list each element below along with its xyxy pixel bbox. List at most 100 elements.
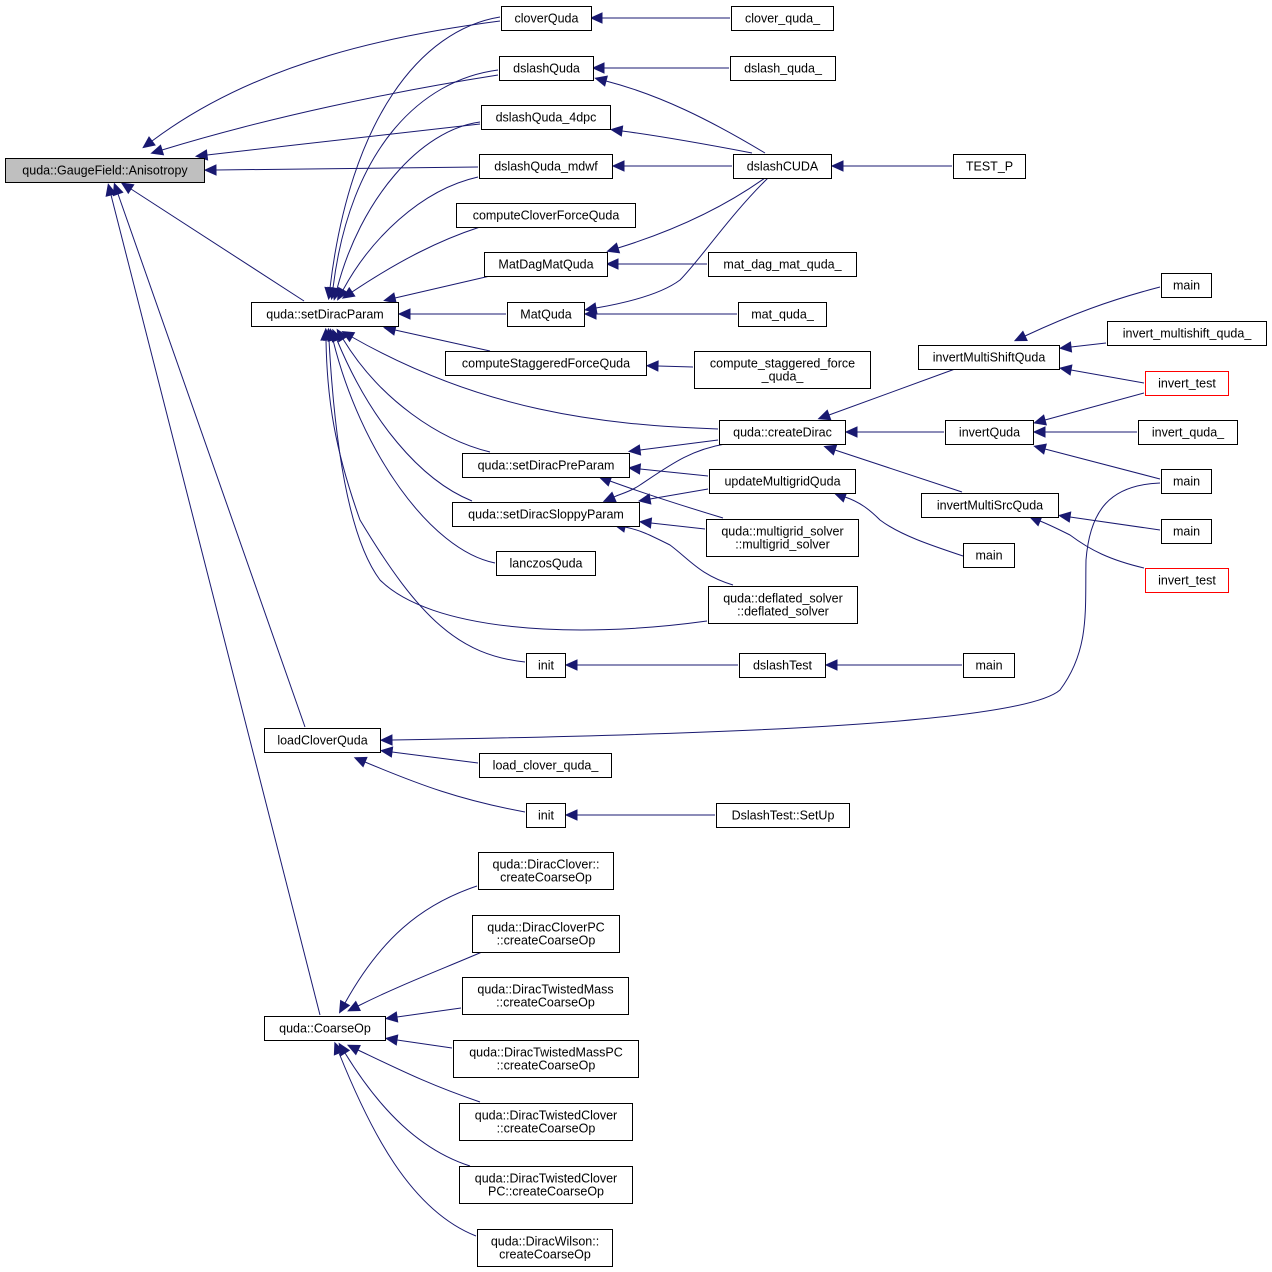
- node-dslashQuda_mdwf[interactable]: dslashQuda_mdwf: [479, 154, 613, 179]
- node-DiracClover[interactable]: quda::DiracClover::createCoarseOp: [478, 852, 614, 890]
- node-invert_multishift_quda_[interactable]: invert_multishift_quda_: [1107, 321, 1267, 346]
- arrowhead-icon: [1033, 414, 1048, 426]
- arrowhead-icon: [637, 493, 652, 505]
- node-label: dslashTest: [753, 659, 813, 673]
- node-updateMultigridQuda[interactable]: updateMultigridQuda: [709, 469, 856, 494]
- node-CoarseOp[interactable]: quda::CoarseOp: [264, 1016, 386, 1041]
- node-DiracWilson[interactable]: quda::DiracWilson::createCoarseOp: [477, 1229, 613, 1267]
- node-box: [953, 154, 1026, 179]
- node-createDirac[interactable]: quda::createDirac: [719, 420, 846, 445]
- edge-updateMultigridQuda-to-setDiracPreParam: [627, 463, 709, 477]
- node-DiracTwistedCloverPC[interactable]: quda::DiracTwistedCloverPC::createCoarse…: [459, 1166, 633, 1204]
- arrowhead-icon: [627, 444, 642, 456]
- node-box: [264, 1016, 386, 1041]
- edge-computeStaggeredForceQuda-to-setDiracParam: [383, 324, 491, 352]
- node-label: ::multigrid_solver: [735, 538, 829, 552]
- node-invert_test2[interactable]: invert_test: [1145, 568, 1229, 593]
- node-mat_dag_mat_quda_[interactable]: mat_dag_mat_quda_: [708, 252, 857, 277]
- node-deflated_solver[interactable]: quda::deflated_solver::deflated_solver: [708, 586, 858, 624]
- edge-dslashQuda_mdwf-to-setDiracParam: [337, 176, 479, 301]
- arrowhead-icon: [627, 463, 642, 475]
- node-DiracTwistedMassPC[interactable]: quda::DiracTwistedMassPC::createCoarseOp: [453, 1040, 639, 1078]
- edge-line: [639, 468, 709, 477]
- node-dslashQuda[interactable]: dslashQuda: [499, 56, 594, 81]
- node-dslashTest[interactable]: dslashTest: [739, 653, 826, 678]
- node-setDiracPreParam[interactable]: quda::setDiracPreParam: [462, 453, 630, 478]
- edge-line: [342, 338, 491, 453]
- arrowhead-icon: [844, 426, 858, 438]
- node-box: [477, 1229, 613, 1267]
- edge-line: [1070, 369, 1145, 384]
- edge-line: [328, 339, 708, 631]
- node-compute_staggered_force_quda_[interactable]: compute_staggered_force_quda_: [694, 351, 871, 389]
- arrowhead-icon: [830, 160, 844, 172]
- arrowhead-icon: [320, 327, 332, 341]
- node-label: quda::DiracTwistedMassPC: [469, 1046, 623, 1060]
- node-invertQuda[interactable]: invertQuda: [945, 420, 1034, 445]
- node-computeCloverForceQuda[interactable]: computeCloverForceQuda: [456, 203, 636, 228]
- node-dslashQuda_4dpc[interactable]: dslashQuda_4dpc: [481, 105, 611, 130]
- arrowhead-icon: [150, 144, 165, 156]
- node-main_mg[interactable]: main: [963, 543, 1015, 568]
- edge-line: [344, 885, 478, 1004]
- node-main_src[interactable]: main: [1161, 519, 1212, 544]
- node-init1[interactable]: init: [526, 653, 566, 678]
- node-invertMultiSrcQuda[interactable]: invertMultiSrcQuda: [921, 493, 1059, 518]
- node-main_inv[interactable]: main: [1161, 469, 1212, 494]
- edge-MatQuda-to-setDiracParam: [397, 308, 506, 320]
- node-invertMultiShiftQuda[interactable]: invertMultiShiftQuda: [918, 345, 1060, 370]
- arrowhead-icon: [564, 659, 578, 671]
- arrowhead-icon: [589, 12, 603, 24]
- node-multigrid_solver[interactable]: quda::multigrid_solver::multigrid_solver: [706, 519, 859, 557]
- node-setDiracSloppyParam[interactable]: quda::setDiracSloppyParam: [452, 502, 640, 527]
- edge-line: [834, 449, 963, 493]
- node-DslashTestSetUp[interactable]: DslashTest::SetUp: [716, 803, 850, 828]
- node-label: main: [1173, 525, 1200, 539]
- node-setDiracParam[interactable]: quda::setDiracParam: [251, 302, 399, 327]
- node-label: invert_quda_: [1152, 426, 1225, 440]
- edge-cloverQuda-to-anisotropy: [142, 20, 501, 149]
- edge-init1-to-setDiracParam: [320, 327, 526, 663]
- node-MatDagMatQuda[interactable]: MatDagMatQuda: [484, 252, 608, 277]
- node-main_dslash[interactable]: main: [963, 653, 1015, 678]
- node-box: [445, 351, 647, 376]
- node-label: dslashCUDA: [747, 160, 819, 174]
- node-box: [459, 1166, 633, 1204]
- arrowhead-icon: [384, 1034, 399, 1046]
- node-box: [481, 105, 611, 130]
- edge-DiracTwistedClover-to-CoarseOp: [346, 1044, 481, 1103]
- node-computeStaggeredForceQuda[interactable]: computeStaggeredForceQuda: [445, 351, 647, 376]
- edge-updateMultigridQuda-to-setDiracSloppyParam: [637, 488, 709, 505]
- node-cloverQuda[interactable]: cloverQuda: [501, 6, 592, 31]
- node-label: quda::createDirac: [733, 426, 832, 440]
- node-invert_test1[interactable]: invert_test: [1145, 371, 1229, 396]
- node-main_ms[interactable]: main: [1161, 273, 1212, 298]
- edge-line: [364, 761, 526, 813]
- node-dslash_quda_[interactable]: dslash_quda_: [730, 56, 836, 81]
- node-MatQuda[interactable]: MatQuda: [507, 302, 585, 327]
- node-DiracCloverPC[interactable]: quda::DiracCloverPC::createCoarseOp: [472, 915, 620, 953]
- node-load_clover_quda_[interactable]: load_clover_quda_: [479, 753, 612, 778]
- node-mat_quda_[interactable]: mat_quda_: [738, 302, 827, 327]
- arrowhead-icon: [379, 746, 394, 758]
- node-label: init: [538, 809, 555, 823]
- node-dslashCUDA[interactable]: dslashCUDA: [733, 154, 832, 179]
- node-label: computeStaggeredForceQuda: [462, 357, 630, 371]
- node-TEST_P[interactable]: TEST_P: [953, 154, 1026, 179]
- node-box: [479, 154, 613, 179]
- edge-main_inv-to-loadCloverQuda: [379, 482, 1161, 746]
- edge-line: [329, 16, 501, 289]
- node-loadCloverQuda[interactable]: loadCloverQuda: [264, 728, 381, 753]
- node-DiracTwistedClover[interactable]: quda::DiracTwistedClover::createCoarseOp: [459, 1103, 633, 1141]
- node-clover_quda_[interactable]: clover_quda_: [731, 6, 834, 31]
- node-invert_quda_[interactable]: invert_quda_: [1138, 420, 1238, 445]
- node-box: [507, 302, 585, 327]
- node-DiracTwistedMass[interactable]: quda::DiracTwistedMass::createCoarseOp: [462, 977, 629, 1015]
- node-label: quda::CoarseOp: [279, 1022, 371, 1036]
- edge-line: [828, 368, 956, 416]
- edge-line: [215, 166, 479, 171]
- node-lanczosQuda[interactable]: lanczosQuda: [496, 551, 596, 576]
- node-init2[interactable]: init: [526, 803, 566, 828]
